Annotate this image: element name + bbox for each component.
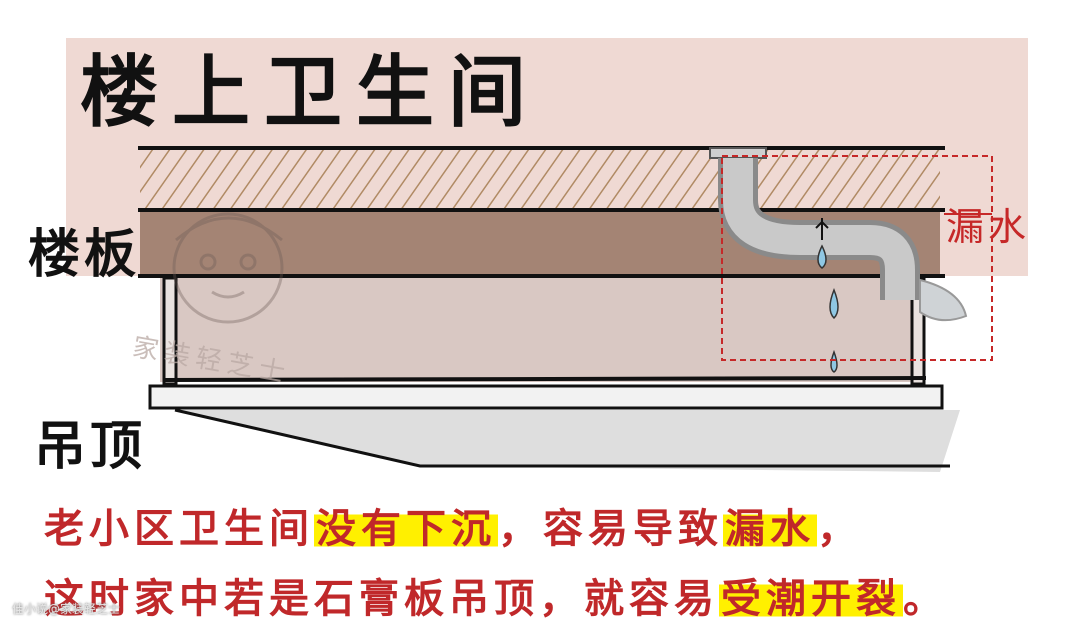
ceiling-keel bbox=[163, 376, 927, 382]
title-upstairs-bathroom: 楼上卫生间 bbox=[80, 48, 541, 138]
watermark-logo bbox=[172, 212, 284, 324]
floor-hatch-layer bbox=[140, 148, 940, 210]
water-drop-2 bbox=[829, 287, 839, 320]
ceiling-hanger-left bbox=[162, 276, 178, 386]
caption-1-part-a: 老小区卫生间 bbox=[44, 506, 314, 552]
caption-1-part-b: ，容易导致 bbox=[498, 506, 723, 552]
label-suspended-ceiling: 吊顶 bbox=[34, 417, 147, 477]
ceiling-void bbox=[160, 278, 922, 382]
label-floor-slab: 楼板 bbox=[28, 225, 141, 285]
caption-1-part-c: ， bbox=[817, 506, 862, 552]
leak-highlight-box bbox=[721, 155, 993, 361]
leak-splash bbox=[919, 278, 968, 322]
ceiling-shadow bbox=[175, 410, 960, 472]
ceiling-edge bbox=[174, 408, 950, 468]
label-leak: 漏水 bbox=[946, 205, 1031, 249]
caption-line-2: 这时家中若是石膏板吊顶，就容易受潮开裂。 bbox=[44, 566, 948, 624]
water-drop-1 bbox=[817, 244, 827, 269]
crack-mark bbox=[815, 218, 829, 240]
source-watermark: 佳小说@家装轻芝士 bbox=[12, 602, 121, 616]
caption-1-highlight-1: 没有下沉 bbox=[314, 506, 498, 552]
caption-2-highlight-1: 受潮开裂 bbox=[719, 576, 903, 622]
caption-line-1: 老小区卫生间没有下沉，容易导致漏水， bbox=[44, 496, 862, 554]
caption-1-highlight-2: 漏水 bbox=[723, 506, 817, 552]
drain-pipe-inner bbox=[723, 158, 915, 300]
caption-2-part-a: 这时家中若是石膏板吊顶，就容易 bbox=[44, 576, 719, 622]
gypsum-board bbox=[148, 384, 944, 410]
caption-2-part-b: 。 bbox=[903, 576, 948, 622]
